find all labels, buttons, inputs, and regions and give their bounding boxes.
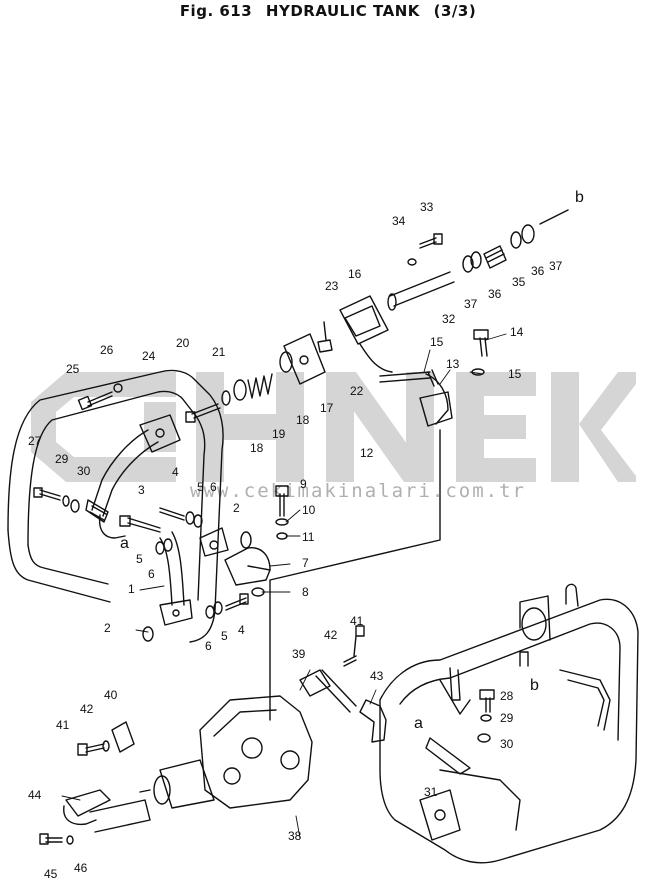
callout-5b: 5 bbox=[136, 552, 143, 566]
callout-44: 44 bbox=[28, 788, 42, 802]
callout-15b: 15 bbox=[508, 367, 522, 381]
callout-41a: 41 bbox=[350, 614, 364, 628]
callout-21: 21 bbox=[212, 345, 226, 359]
callout-13: 13 bbox=[446, 357, 460, 371]
callout-40: 40 bbox=[104, 688, 118, 702]
callout-36a: 36 bbox=[488, 287, 502, 301]
ref-a-left: a bbox=[120, 535, 129, 552]
callout-37b: 37 bbox=[549, 259, 563, 273]
pipe-1 bbox=[159, 527, 229, 626]
callout-45: 45 bbox=[44, 867, 58, 881]
callout-37a: 37 bbox=[464, 297, 478, 311]
callout-43: 43 bbox=[370, 669, 384, 683]
figure-name: HYDRAULIC TANK bbox=[265, 2, 420, 20]
callout-7: 7 bbox=[302, 556, 309, 570]
callout-33: 33 bbox=[420, 200, 434, 214]
pipe-24 bbox=[85, 414, 181, 523]
callout-3: 3 bbox=[138, 483, 145, 497]
callout-34: 34 bbox=[392, 214, 406, 228]
callout-35: 35 bbox=[512, 275, 526, 289]
callout-25: 25 bbox=[66, 362, 80, 376]
callout-31: 31 bbox=[424, 785, 438, 799]
callout-16: 16 bbox=[348, 267, 362, 281]
callout-27: 27 bbox=[28, 434, 42, 448]
washer-26 bbox=[113, 383, 123, 393]
pipe-32 bbox=[387, 271, 455, 311]
spring-19 bbox=[247, 373, 273, 399]
ref-b-top: b bbox=[575, 189, 584, 206]
callout-5a: 5 bbox=[197, 480, 204, 494]
callout-17: 17 bbox=[320, 401, 334, 415]
callout-29b: 29 bbox=[500, 711, 514, 725]
tank-outline-left bbox=[7, 369, 224, 643]
callout-20: 20 bbox=[176, 336, 190, 350]
tank-right bbox=[379, 583, 639, 864]
callout-39: 39 bbox=[292, 647, 306, 661]
callout-18a: 18 bbox=[250, 441, 264, 455]
ref-b-right: b bbox=[530, 677, 539, 694]
fitting-35 bbox=[483, 245, 507, 269]
callout-2b: 2 bbox=[233, 501, 240, 515]
callout-42a: 42 bbox=[324, 628, 338, 642]
callout-41b: 41 bbox=[56, 718, 70, 732]
callout-9: 9 bbox=[300, 477, 307, 491]
callout-6b: 6 bbox=[148, 567, 155, 581]
figure-number: Fig. 613 bbox=[179, 2, 253, 20]
callout-22: 22 bbox=[350, 384, 364, 398]
callout-6a: 6 bbox=[210, 480, 217, 494]
pump-38 bbox=[139, 695, 313, 809]
bolt-25 bbox=[77, 391, 113, 411]
callout-36b: 36 bbox=[531, 264, 545, 278]
watermark-logo bbox=[31, 372, 636, 482]
callout-8: 8 bbox=[302, 585, 309, 599]
callout-30a: 30 bbox=[77, 464, 91, 478]
callout-12: 12 bbox=[360, 446, 374, 460]
callout-15a: 15 bbox=[430, 335, 444, 349]
callout-1: 1 bbox=[128, 582, 135, 596]
callout-4a: 4 bbox=[172, 465, 179, 479]
callout-26: 26 bbox=[100, 343, 114, 357]
callout-29a: 29 bbox=[55, 452, 69, 466]
callout-5c: 5 bbox=[221, 629, 228, 643]
callout-28: 28 bbox=[500, 689, 514, 703]
callout-18b: 18 bbox=[296, 413, 310, 427]
callout-46: 46 bbox=[74, 861, 88, 875]
callout-14: 14 bbox=[510, 325, 524, 339]
callout-42b: 42 bbox=[80, 702, 94, 716]
callout-38: 38 bbox=[288, 829, 302, 843]
callout-10: 10 bbox=[302, 503, 316, 517]
callout-32: 32 bbox=[442, 312, 456, 326]
sheet-number: (3/3) bbox=[433, 2, 477, 20]
callout-2a: 2 bbox=[104, 621, 111, 635]
callout-24: 24 bbox=[142, 349, 156, 363]
ref-a-right: a bbox=[414, 715, 423, 732]
figure-title: Fig. 613 HYDRAULIC TANK (3/3) bbox=[0, 2, 656, 20]
callout-4b: 4 bbox=[238, 623, 245, 637]
callout-6c: 6 bbox=[205, 639, 212, 653]
bolt-27 bbox=[33, 487, 61, 501]
callout-30b: 30 bbox=[500, 737, 514, 751]
callout-19: 19 bbox=[272, 427, 286, 441]
callout-23: 23 bbox=[325, 279, 339, 293]
callout-11: 11 bbox=[302, 530, 315, 544]
elbow-7 bbox=[224, 547, 271, 586]
